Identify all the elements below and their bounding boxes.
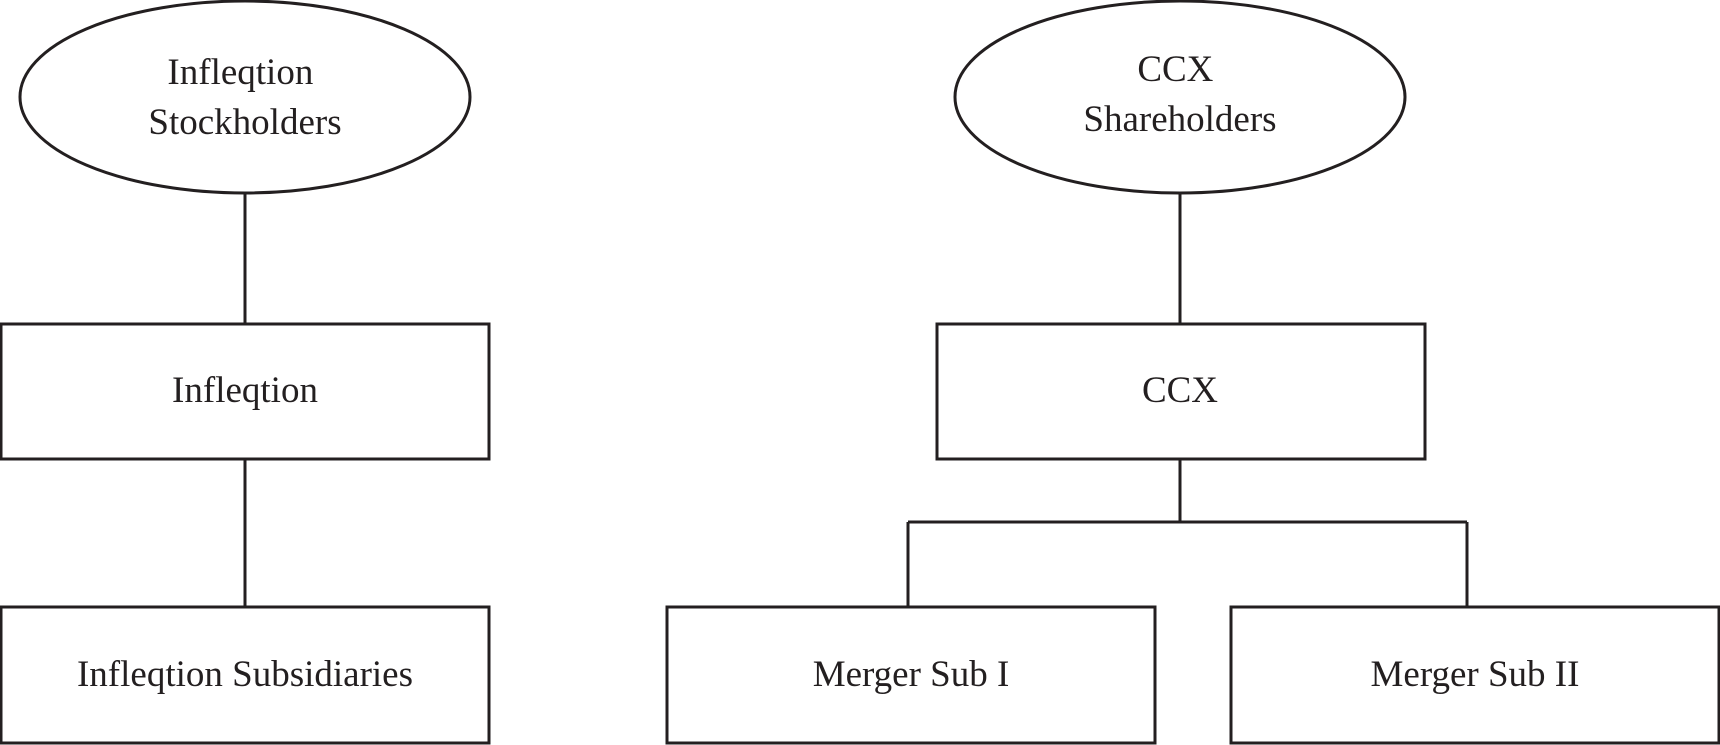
merger-sub-2-node: Merger Sub II — [1229, 605, 1720, 745]
infleqtion-subsidiaries-node: Infleqtion Subsidiaries — [0, 605, 491, 745]
ccx-shareholders-label-line2: Shareholders — [1083, 99, 1276, 140]
infleqtion-stockholders-ellipse — [18, 0, 472, 195]
merger-sub-2-box — [1229, 605, 1720, 745]
infleqtion-stockholders-node: Infleqtion Stockholders — [18, 0, 472, 195]
merger-sub-2-label: Merger Sub II — [1371, 654, 1580, 695]
ccx-node: CCX — [935, 322, 1427, 461]
merger-sub-1-node: Merger Sub I — [665, 605, 1157, 745]
ccx-shareholders-ellipse — [953, 0, 1407, 195]
ccx-shareholders-label-line1: CCX — [1137, 49, 1213, 90]
infleqtion-box — [0, 322, 491, 461]
merger-sub-1-box — [665, 605, 1157, 745]
merger-sub-1-label: Merger Sub I — [813, 654, 1010, 695]
svg-text:Infleqtion Stockholders: Infleqtion Stockholders — [148, 52, 341, 143]
ccx-box — [935, 322, 1427, 461]
infleqtion-stockholders-label-line1: Infleqtion — [167, 52, 313, 93]
svg-text:CCX Shareholders: CCX Shareholders — [1083, 49, 1276, 140]
infleqtion-subsidiaries-label: Infleqtion Subsidiaries — [77, 654, 413, 695]
infleqtion-node: Infleqtion — [0, 322, 491, 461]
infleqtion-label: Infleqtion — [172, 370, 318, 411]
ccx-label: CCX — [1142, 370, 1218, 411]
infleqtion-subsidiaries-box — [0, 605, 491, 745]
ccx-shareholders-node: CCX Shareholders — [953, 0, 1407, 195]
infleqtion-stockholders-label-line2: Stockholders — [148, 102, 341, 143]
